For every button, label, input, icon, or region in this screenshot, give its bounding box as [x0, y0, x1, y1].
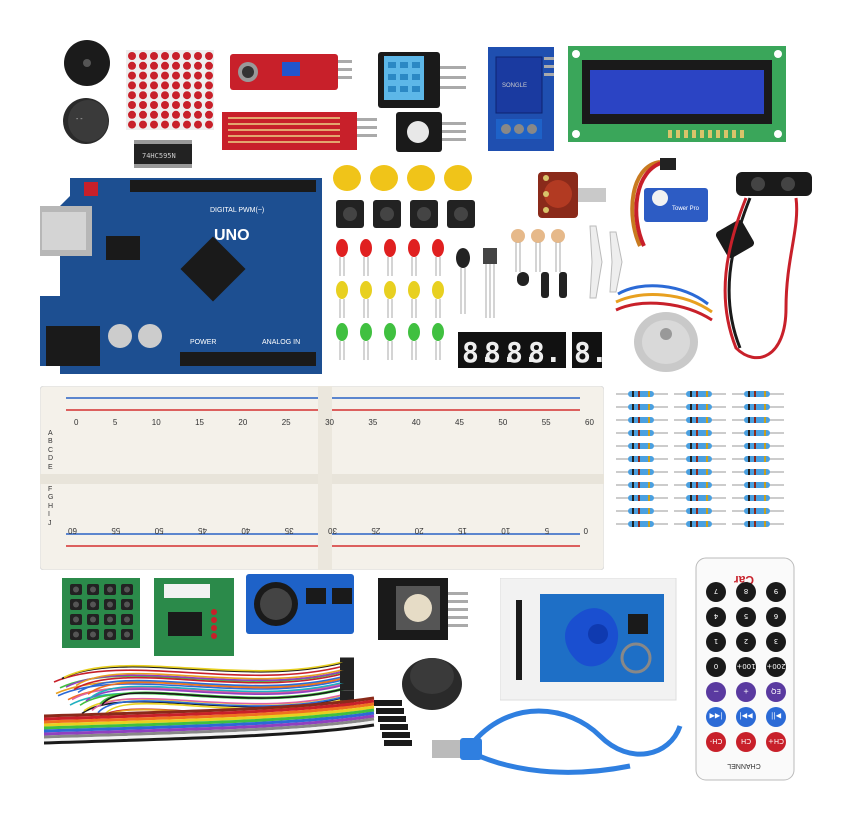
tactile-switches: [336, 198, 486, 232]
photoresistors: [508, 226, 568, 274]
remote-key-label: 7: [714, 587, 718, 595]
dupont-ribbon-cable: [44, 690, 424, 770]
remote-key-label: 200+: [766, 662, 785, 670]
seg-digit-4: 8.: [528, 336, 562, 369]
servo-horns: [582, 222, 626, 302]
relay-module: SONGLE: [488, 47, 558, 155]
joystick-module: [378, 578, 470, 644]
joystick-cap: [400, 648, 464, 712]
remote-key-label: |◀◀: [709, 712, 723, 720]
board-name: UNO: [214, 227, 250, 244]
remote-key-label: 5: [744, 612, 748, 620]
remote-key-label: 3: [774, 637, 778, 645]
seven-segment-displays: 8. 8. 8. 8. 8.: [458, 330, 608, 370]
remote-key-label: CH+: [768, 737, 784, 745]
rtc-module: [246, 574, 358, 638]
stepper-driver-board: [154, 578, 236, 658]
remote-footer: CHANNEL: [727, 762, 761, 769]
lcd-1602-display: [568, 46, 790, 146]
seg-digit-2: 8.: [484, 336, 518, 369]
remote-key-label: +: [743, 687, 749, 695]
water-level-sensor: [222, 110, 380, 152]
sound-sensor-module: [230, 52, 352, 92]
ir-receiver-and-sensors: [455, 244, 615, 324]
seg-digit-3: 8.: [506, 336, 540, 369]
dht11-sensor: [378, 52, 468, 110]
remote-key-label: CH: [741, 737, 751, 745]
leds-red-yellow-green: [334, 236, 454, 360]
seg-digit-5: 8.: [574, 336, 608, 369]
button-caps: [330, 162, 480, 194]
servo-motor: Tower Pro: [620, 156, 716, 266]
stepper-motor: [612, 284, 718, 384]
led-matrix-8x8: [126, 50, 216, 132]
remote-key-label: CH-: [709, 737, 722, 745]
remote-key-label: 100+: [736, 662, 755, 670]
remote-key-label: 0: [714, 662, 718, 670]
buzzer-passive: - -: [58, 95, 118, 147]
remote-key-label: ▶▶|: [739, 712, 752, 720]
rgb-led-module: [396, 112, 468, 154]
svg-text:SONGLE: SONGLE: [502, 83, 527, 89]
buzzer-active: [62, 38, 112, 88]
analog-label: ANALOG IN: [262, 339, 300, 346]
svg-text:- -: - -: [76, 116, 83, 123]
power-label: POWER: [190, 339, 216, 346]
remote-key-label: 8: [744, 587, 748, 595]
battery-9v-clip: [716, 168, 826, 368]
potentiometer: [538, 164, 608, 228]
remote-key-label: 1: [714, 637, 718, 645]
shift-register-chip: 74HC595N: [132, 138, 194, 170]
servo-label: Tower Pro: [672, 206, 700, 212]
resistors: [612, 388, 792, 538]
remote-key-label: 6: [773, 612, 778, 620]
keypad-4x4-module: [62, 578, 142, 650]
remote-key-label: EQ: [771, 687, 781, 695]
remote-key-label: −: [713, 687, 719, 695]
seg-digit-1: 8.: [462, 336, 496, 369]
usb-cable: [430, 706, 690, 786]
remote-key-label: 4: [713, 612, 718, 620]
arduino-uno-board: UNO DIGITAL PWM(~) POWER ANALOG IN: [40, 176, 330, 376]
rfid-kit: [500, 578, 678, 702]
digital-label: DIGITAL PWM(~): [210, 207, 264, 214]
chip-label: 74HC595N: [142, 152, 176, 160]
remote-key-label: 9: [774, 587, 778, 595]
remote-key-label: 2: [744, 637, 748, 645]
remote-key-label: ▶||: [771, 712, 781, 720]
